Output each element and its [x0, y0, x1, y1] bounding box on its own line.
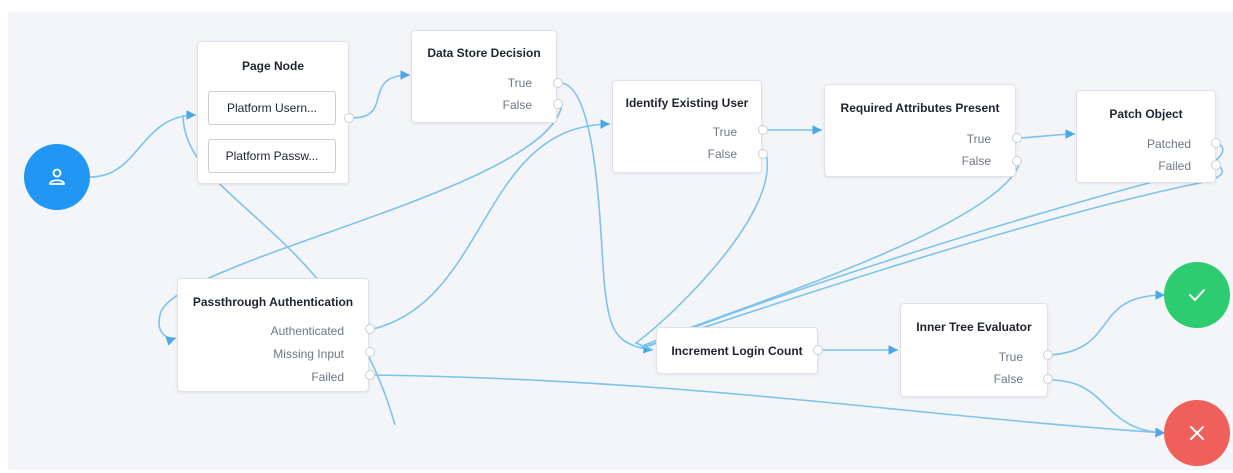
node-title: Inner Tree Evaluator: [916, 320, 1032, 334]
outcome-true: True: [507, 76, 532, 90]
user-icon: [49, 168, 65, 185]
inner-tree-evaluator-node[interactable]: Inner Tree Evaluator True False: [900, 303, 1048, 397]
passthrough-failed-port[interactable]: [365, 370, 375, 380]
inner-tree-false-port[interactable]: [1043, 374, 1053, 384]
outcome-false: False: [502, 98, 532, 112]
required-attributes-present-node[interactable]: Required Attributes Present True False: [824, 84, 1016, 177]
identify-true-port[interactable]: [758, 125, 768, 135]
patch-patched-port[interactable]: [1211, 138, 1221, 148]
inner-tree-true-port[interactable]: [1043, 350, 1053, 360]
node-title: Data Store Decision: [427, 46, 541, 60]
outcome-true: True: [712, 125, 737, 139]
outcome-true: True: [966, 132, 991, 146]
outcome-failed: Failed: [1158, 159, 1191, 173]
node-title: Patch Object: [1109, 107, 1183, 121]
data-store-true-port[interactable]: [553, 78, 563, 88]
callback-platform-password[interactable]: Platform Passw...: [208, 139, 336, 173]
outcome-patched: Patched: [1146, 137, 1191, 151]
outcome-failed: Failed: [311, 370, 344, 384]
required-true-port[interactable]: [1012, 133, 1022, 143]
data-store-false-port[interactable]: [553, 99, 563, 109]
start-node[interactable]: [24, 144, 90, 210]
outcome-false: False: [707, 147, 737, 161]
identify-false-port[interactable]: [758, 149, 768, 159]
passthrough-missing-input-port[interactable]: [365, 347, 375, 357]
outcome-missing-input: Missing Input: [273, 347, 344, 361]
node-title: Required Attributes Present: [840, 101, 1000, 115]
increment-out-port[interactable]: [813, 345, 823, 355]
data-store-decision-node[interactable]: Data Store Decision True False: [411, 30, 557, 123]
check-icon: [1189, 289, 1205, 301]
outcome-false: False: [961, 154, 991, 168]
increment-login-count-node[interactable]: Increment Login Count: [656, 327, 818, 374]
outcome-true: True: [998, 350, 1023, 364]
patch-object-node[interactable]: Patch Object Patched Failed: [1076, 90, 1216, 183]
patch-failed-port[interactable]: [1211, 160, 1221, 170]
node-title: Passthrough Authentication: [192, 295, 354, 309]
node-title: Increment Login Count: [671, 344, 803, 358]
outcome-false: False: [993, 372, 1023, 386]
passthrough-authenticated-port[interactable]: [365, 324, 375, 334]
failure-node[interactable]: [1164, 400, 1230, 466]
callback-platform-username[interactable]: Platform Usern...: [208, 91, 336, 125]
node-title: Identify Existing User: [625, 96, 749, 110]
page-node[interactable]: Page Node Platform Usern... Platform Pas…: [197, 41, 349, 184]
page-node-out-port[interactable]: [344, 113, 354, 123]
outcome-authenticated: Authenticated: [270, 324, 344, 338]
close-icon: [1190, 426, 1204, 440]
passthrough-authentication-node[interactable]: Passthrough Authentication Authenticated…: [177, 278, 369, 392]
node-title: Page Node: [241, 59, 304, 73]
identify-existing-user-node[interactable]: Identify Existing User True False: [612, 80, 762, 173]
success-node[interactable]: [1164, 262, 1230, 328]
required-false-port[interactable]: [1012, 156, 1022, 166]
